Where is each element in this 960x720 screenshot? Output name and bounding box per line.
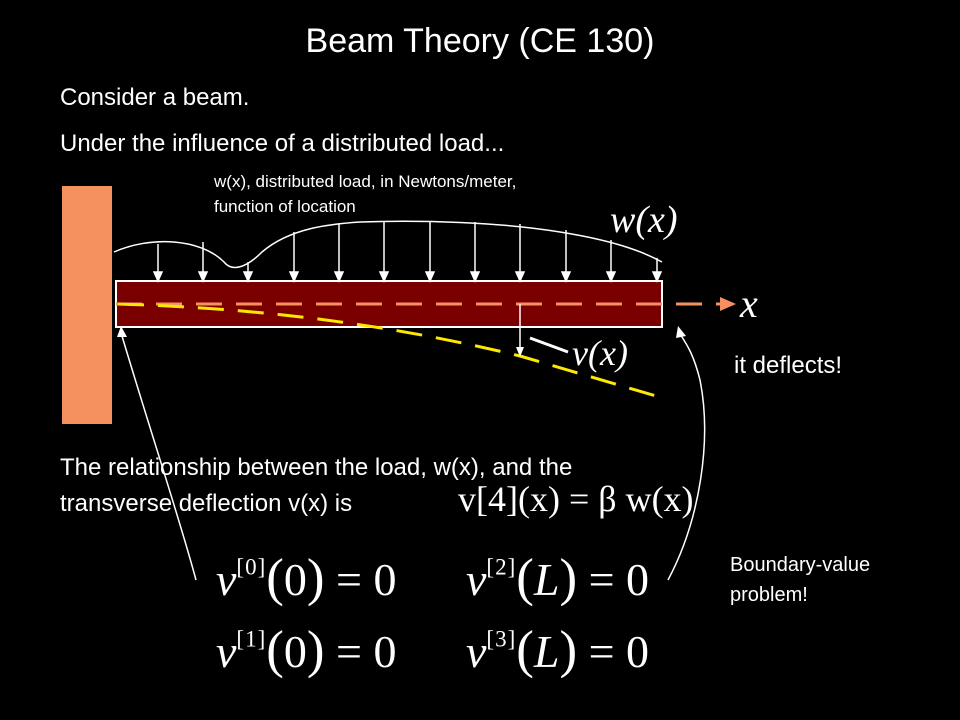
x-axis-arrowhead <box>720 297 736 311</box>
relationship-line-1: The relationship between the load, w(x),… <box>60 454 573 481</box>
load-label: w(x) <box>610 199 678 241</box>
deflected-shape <box>117 302 657 398</box>
deflection-arrowhead <box>516 347 524 357</box>
fixed-wall <box>62 186 112 424</box>
load-curve <box>113 220 663 269</box>
governing-equation: v[4](x) = β w(x) <box>458 479 694 519</box>
deflection-label: v(x) <box>572 333 628 373</box>
leader-right <box>667 333 706 581</box>
relationship-line-2: transverse deflection v(x) is <box>60 490 353 517</box>
bc-deflection-at-0: v[0](0) = 0 <box>216 549 397 607</box>
load-note-line-1: w(x), distributed load, in Newtons/meter… <box>214 172 517 191</box>
bvp-note: Boundary-value problem! <box>730 550 870 610</box>
axis-label: x <box>740 281 758 326</box>
intro-line-2: Under the influence of a distributed loa… <box>60 130 505 157</box>
bvp-note-line-1: Boundary-value <box>730 554 871 576</box>
load-arrows <box>152 221 663 283</box>
deflects-note: it deflects! <box>734 352 843 379</box>
leader-left <box>121 335 197 581</box>
bc-shear-at-L: v[3](L) = 0 <box>466 621 650 679</box>
bvp-note-line-2: problem! <box>730 584 808 606</box>
slide-title: Beam Theory (CE 130) <box>305 22 655 60</box>
bc-moment-at-L: v[2](L) = 0 <box>466 549 650 607</box>
intro-line-1: Consider a beam. <box>60 84 250 111</box>
bc-slope-at-0: v[1](0) = 0 <box>216 621 397 679</box>
load-note-line-2: function of location <box>214 197 356 216</box>
